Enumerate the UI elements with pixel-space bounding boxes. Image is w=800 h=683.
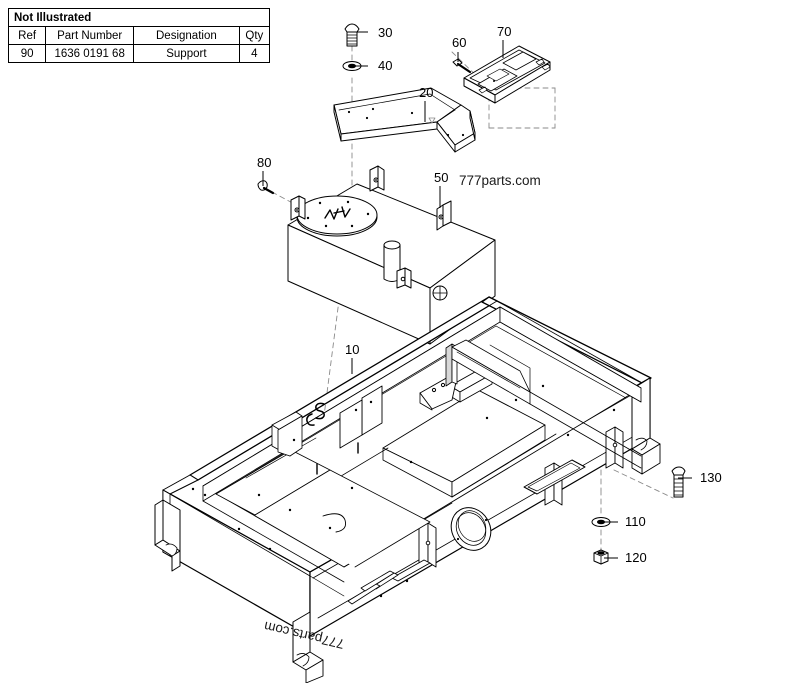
callout-label-70: 70 [497,24,511,39]
main-frame-10 [154,296,661,683]
frame-access-cutout [523,459,586,495]
table-header-row: Ref Part Number Designation Qty [7,26,271,45]
frame-round-port [450,507,492,551]
cell-designation: Support [133,44,240,63]
column-header-qty: Qty [238,26,271,45]
callout-label-20: 20 [419,85,433,100]
frame-deck [202,306,642,568]
callout-label-110: 110 [625,514,646,529]
tank-bracket-right [436,200,452,231]
cell-qty: 4 [238,44,271,63]
nut-120 [593,549,609,565]
bolt-60 [452,58,472,74]
bolt-130 [671,466,686,498]
callout-label-60: 60 [452,35,466,50]
tank-bracket-rear [369,165,385,192]
callout-leaders [262,31,692,559]
callout-labels: 30 40 60 70 20 80 50 10 130 110 120 [257,24,722,565]
callout-label-130: 130 [700,470,722,485]
frame-tick-marks [316,442,359,475]
bolt-80 [257,180,275,195]
not-illustrated-table: Not Illustrated Ref Part Number Designat… [7,8,271,63]
callout-label-120: 120 [625,550,647,565]
frame-rear-wall [202,306,642,502]
callout-label-30: 30 [378,25,392,40]
callout-label-10: 10 [345,342,359,357]
mounting-bracket-20 [333,87,476,153]
watermark-upper: 777parts.com [459,173,541,188]
callout-label-80: 80 [257,155,271,170]
frame-hole-marks [191,384,616,551]
washer-110 [591,517,611,527]
callout-label-50: 50 [434,170,448,185]
table-row: 90 1636 0191 68 Support 4 [7,44,271,63]
cover-plate-70 [463,45,551,104]
tank-bracket-left [290,195,306,221]
cell-ref: 90 [7,44,47,63]
tank-bracket-front [396,267,412,289]
cell-part-number: 1636 0191 68 [45,44,135,63]
bolt-30 [344,23,360,47]
tank-50 [287,165,496,345]
callout-label-40: 40 [378,58,392,73]
